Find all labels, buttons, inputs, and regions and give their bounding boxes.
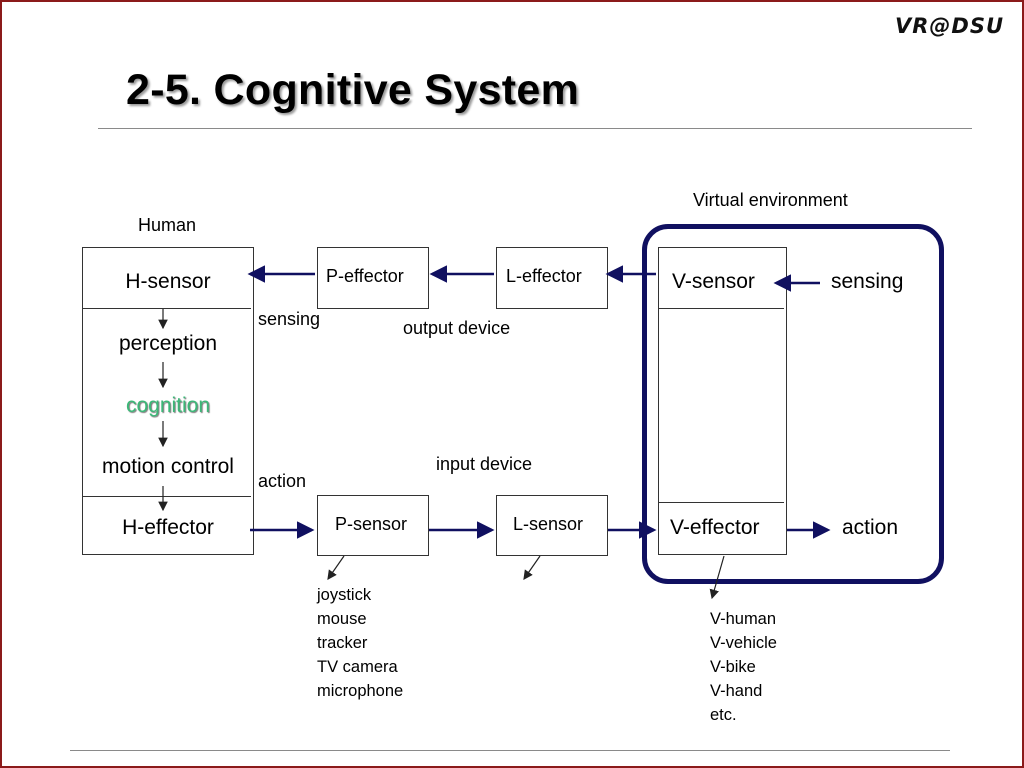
virtual-environment-frame (642, 224, 944, 584)
p-sensor-label: P-sensor (335, 514, 408, 534)
v-sensor-label: V-sensor (672, 270, 755, 293)
input-device-item: joystick (317, 586, 372, 604)
sensing-right-label: sensing (831, 270, 904, 293)
sensing-left-label: sensing (258, 309, 321, 329)
virtual-box (658, 247, 787, 555)
l-effector-label: L-effector (506, 266, 582, 286)
output-device-label: output device (403, 318, 511, 338)
action-left-label: action (258, 471, 307, 491)
virtual-box-divider-bottom (659, 502, 784, 503)
virtual-effector-item: V-vehicle (710, 634, 777, 652)
input-device-label: input device (436, 454, 533, 474)
human-box (82, 247, 254, 555)
cognition-label: cognition (125, 394, 211, 417)
input-device-item: mouse (317, 610, 367, 628)
v-effector-label: V-effector (670, 516, 760, 539)
l-sensor-box (496, 495, 608, 556)
human-label: Human (138, 215, 197, 235)
p-effector-label: P-effector (326, 266, 404, 286)
p-effector-box (317, 247, 429, 309)
footer-divider (70, 750, 950, 751)
l-sensor-label: L-sensor (513, 514, 584, 534)
virtual-box-divider-top (659, 308, 784, 309)
logo: VR@DSU (894, 14, 1004, 38)
input-device-item: tracker (317, 634, 368, 652)
pointer-l-sensor (523, 555, 541, 580)
virtual-effector-item: etc. (710, 706, 737, 724)
p-sensor-box (317, 495, 429, 556)
input-device-item: microphone (317, 682, 404, 700)
human-box-divider-top (83, 308, 251, 309)
slide-title: 2-5. Cognitive System (126, 66, 580, 114)
virtual-effector-item: V-bike (710, 658, 756, 676)
human-box-divider-bottom (83, 496, 251, 497)
virtual-environment-label: Virtual environment (693, 190, 848, 210)
virtual-effector-item: V-human (710, 610, 777, 628)
action-right-label: action (842, 516, 899, 539)
perception-label: perception (118, 332, 218, 355)
input-device-item: TV camera (317, 658, 398, 676)
h-sensor-label: H-sensor (125, 270, 211, 293)
motion-control-label: motion control (102, 455, 234, 478)
virtual-effector-list: V-human V-vehicle V-bike V-hand etc. (710, 607, 777, 727)
h-effector-label: H-effector (122, 516, 214, 539)
virtual-effector-item: V-hand (710, 682, 763, 700)
input-device-list: joystick mouse tracker TV camera microph… (317, 583, 403, 703)
title-divider (98, 128, 972, 129)
pointer-to-input-device-list (327, 555, 345, 580)
pointer-to-virtual-effector-list (709, 555, 725, 600)
